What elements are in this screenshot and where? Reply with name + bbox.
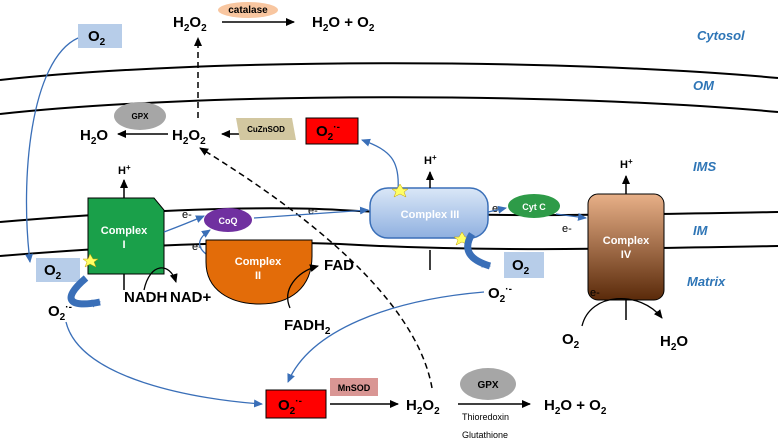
superoxide-iii-to-mnsod-arrow	[287, 291, 485, 383]
o2-matrix-box-i	[36, 258, 80, 282]
electron-4: e-	[492, 203, 502, 215]
h2o-o2-matrix: H2O + O2	[544, 397, 607, 417]
complex-ii-label-2: II	[255, 270, 261, 282]
o2-matrix-i: O2	[44, 262, 62, 282]
complex-iv-label-1: Complex	[603, 235, 650, 247]
complex-iv	[587, 193, 665, 301]
superoxide-ims-arrow	[361, 138, 399, 191]
complex-i: Complex I	[82, 197, 165, 275]
o2-matrix-iii: O2	[512, 257, 530, 277]
superoxide-matrix-i: O2·-	[48, 302, 72, 323]
electron-5: e-	[562, 223, 572, 235]
h2o2-matrix: H2O2	[406, 397, 440, 417]
superoxide-matrix: O2·-	[278, 396, 302, 417]
cuznsod-enzyme	[236, 118, 296, 140]
complex-i-label-2: I	[122, 239, 125, 251]
o2-complex-iv: O2	[562, 331, 580, 351]
h2o2-ims: H2O2	[172, 127, 206, 147]
glutathione: Glutathione	[462, 430, 508, 440]
cuznsod-label: CuZnSOD	[247, 125, 285, 134]
o2-cytosol-box	[78, 24, 122, 48]
o2-diffusion-arrow	[25, 37, 79, 263]
svg-text:Cyt C: Cyt C	[522, 202, 546, 212]
o2-reduction-arrow-iii	[464, 232, 492, 270]
fad: FAD	[324, 257, 354, 274]
complex-i-label-1: Complex	[101, 225, 148, 237]
superoxide-matrix-iii: O2·-	[488, 284, 512, 305]
h2o-o2-cytosol: H2O + O2	[312, 14, 375, 34]
electron-2: e-	[192, 241, 202, 253]
complex-iii-label: Complex III	[401, 209, 460, 221]
mnsod-enzyme	[330, 378, 378, 396]
h2o2-cytosol: H2O2	[173, 14, 207, 34]
o2-reduction-arrow-i	[67, 275, 101, 308]
hplus-complex-iv: H+	[620, 157, 633, 171]
complex-iv-label-2: IV	[621, 249, 632, 261]
superoxide-ims-box	[305, 117, 359, 145]
coq	[204, 208, 252, 232]
star-icon	[391, 183, 409, 198]
superoxide-to-mnsod-arrow	[65, 321, 263, 408]
hplus-complex-i: H+	[118, 163, 131, 177]
electron-6: e-	[590, 287, 600, 299]
electron-3: e-	[308, 205, 318, 217]
superoxide-ims: O2·-	[316, 122, 340, 143]
nad-plus: NAD+	[170, 289, 211, 306]
svg-text:CoQ: CoQ	[219, 216, 238, 226]
star-icon	[82, 253, 99, 268]
h2o-ims: H2O	[80, 127, 108, 147]
thioredoxin: Thioredoxin	[462, 412, 509, 422]
catalase-enzyme	[218, 2, 278, 18]
catalase-reaction: H2O2 catalase H2O + O2	[173, 2, 375, 34]
cyt-c	[508, 194, 560, 218]
region-cytosol: Cytosol	[697, 28, 745, 43]
h2o-complex-iv: H2O	[660, 333, 688, 353]
h2o2-matrix-dashed	[199, 147, 433, 389]
o2-cytosol: O2	[88, 28, 106, 48]
region-ims: IMS	[693, 159, 716, 174]
superoxide-matrix-box	[265, 389, 327, 419]
gpx-ims-enzyme	[114, 102, 166, 130]
region-om: OM	[693, 78, 715, 93]
gpx-ims-label: GPX	[132, 112, 150, 121]
o2-matrix-box-iii	[504, 252, 544, 278]
gpx-matrix-enzyme	[460, 368, 516, 400]
gpx-matrix-label: GPX	[477, 380, 498, 391]
region-matrix: Matrix	[687, 274, 726, 289]
nadh: NADH	[124, 289, 167, 306]
complex-iii	[369, 187, 489, 239]
catalase-label: catalase	[228, 5, 268, 16]
mnsod-label: MnSOD	[338, 383, 371, 393]
complex-ii-label-1: Complex	[235, 256, 282, 268]
electron-1: e-	[182, 209, 192, 221]
fadh2: FADH2	[284, 317, 331, 337]
region-im: IM	[693, 223, 709, 238]
hplus-complex-iii: H+	[424, 153, 437, 167]
outer-membrane	[0, 62, 778, 115]
